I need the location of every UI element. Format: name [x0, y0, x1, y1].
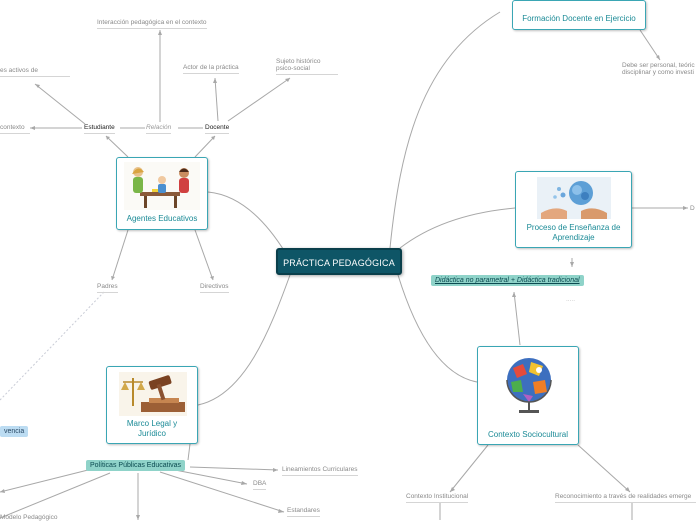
label-reconocimiento: Reconocimiento a través de realidades em…: [555, 493, 696, 503]
gavel-scales-illustration: [119, 372, 187, 416]
label-relacion[interactable]: Relación: [146, 124, 172, 134]
label-modelo: Modelo Pedagógico: [0, 514, 58, 521]
edge-docente-sujeto: [227, 77, 291, 122]
node-contexto-title: Contexto Sociocultural: [487, 430, 569, 439]
edge-agentes-estudiante: [105, 135, 129, 158]
edge-politicas-left: [0, 469, 89, 493]
edge-contexto-reconoc: [577, 444, 631, 493]
label-sujeto-line2: psico-social: [276, 65, 310, 72]
label-estandares: Estandares: [287, 507, 320, 517]
edge-central-formacion: [389, 11, 501, 249]
globe-illustration: [499, 352, 559, 416]
label-lineamientos: Lineamientos Curriculares: [282, 466, 358, 476]
label-d-right: D: [690, 205, 695, 212]
edge-marco-politicas: [187, 443, 191, 461]
edge-agentes-directivos: [194, 229, 214, 281]
label-activos: es activos de: [0, 67, 70, 77]
node-formacion-title: Formación Docente en Ejercicio: [522, 14, 636, 23]
edge-contexto-didactica: [513, 291, 521, 346]
edge-central-proceso: [399, 207, 516, 249]
edge-agentes-docente: [194, 135, 216, 158]
pill-convivencia[interactable]: vencia: [0, 426, 29, 437]
agentes-illustration: [124, 162, 200, 210]
edge-central-marco: [197, 274, 291, 406]
label-sujeto: Sujeto histórico psico-social: [276, 58, 338, 75]
edge-docente-actor: [214, 77, 219, 122]
edge-central-agentes: [207, 191, 286, 253]
pill-didactica[interactable]: Didáctica no parametral + Didáctica trad…: [431, 275, 584, 286]
node-proceso-title: Proceso de Enseñanza de Aprendizaje: [526, 223, 621, 242]
node-agentes-title: Agentes Educativos: [126, 214, 198, 223]
label-debe-line1: Debe ser personal, teóric: [622, 62, 695, 69]
edge-central-contexto: [397, 274, 478, 383]
label-dba: DBA: [253, 480, 267, 490]
label-docente[interactable]: Docente: [205, 124, 230, 134]
edge-politicas-estandares: [159, 471, 285, 513]
label-contexto-institucional: Contexto Institucional: [406, 493, 469, 503]
label-directivos: Directivos: [200, 283, 229, 293]
label-actor: Actor de la práctica: [183, 64, 239, 74]
edge-politicas-modelo: [0, 472, 111, 519]
brain-hands-illustration: [537, 177, 611, 219]
node-contexto-sociocultural[interactable]: Contexto Sociocultural: [477, 346, 579, 445]
node-marco-title: Marco Legal y Jurídico: [126, 419, 178, 438]
edge-estudiante-activos: [34, 83, 86, 125]
central-topic[interactable]: PRÁCTICA PEDAGÓGICA: [276, 248, 402, 275]
label-padres: Padres: [97, 283, 118, 293]
edge-padres-dashed: [0, 291, 105, 401]
pill-politicas[interactable]: Políticas Públicas Educativas: [86, 460, 186, 471]
edge-contexto-inst: [449, 444, 489, 493]
label-sujeto-line1: Sujeto histórico: [276, 58, 321, 65]
label-dash: .....: [566, 296, 576, 303]
label-interaccion: Interacción pedagógica en el contexto: [97, 19, 207, 29]
label-debe: Debe ser personal, teóric disciplinar y …: [622, 62, 696, 76]
label-debe-line2: disciplinar y como investi: [622, 69, 694, 76]
node-marco-legal[interactable]: Marco Legal y Jurídico: [106, 366, 198, 444]
edge-agentes-padres: [111, 229, 129, 281]
label-contexto-left: contexto: [0, 124, 30, 134]
node-formacion-docente[interactable]: Formación Docente en Ejercicio: [512, 0, 646, 30]
edge-politicas-dba: [174, 469, 248, 485]
label-estudiante[interactable]: Estudiante: [84, 124, 115, 134]
node-agentes-educativos[interactable]: Agentes Educativos: [116, 157, 208, 230]
node-proceso-ensenanza[interactable]: Proceso de Enseñanza de Aprendizaje: [515, 171, 632, 248]
edge-formacion-debe: [639, 29, 661, 61]
edge-politicas-lineamientos: [189, 466, 279, 471]
